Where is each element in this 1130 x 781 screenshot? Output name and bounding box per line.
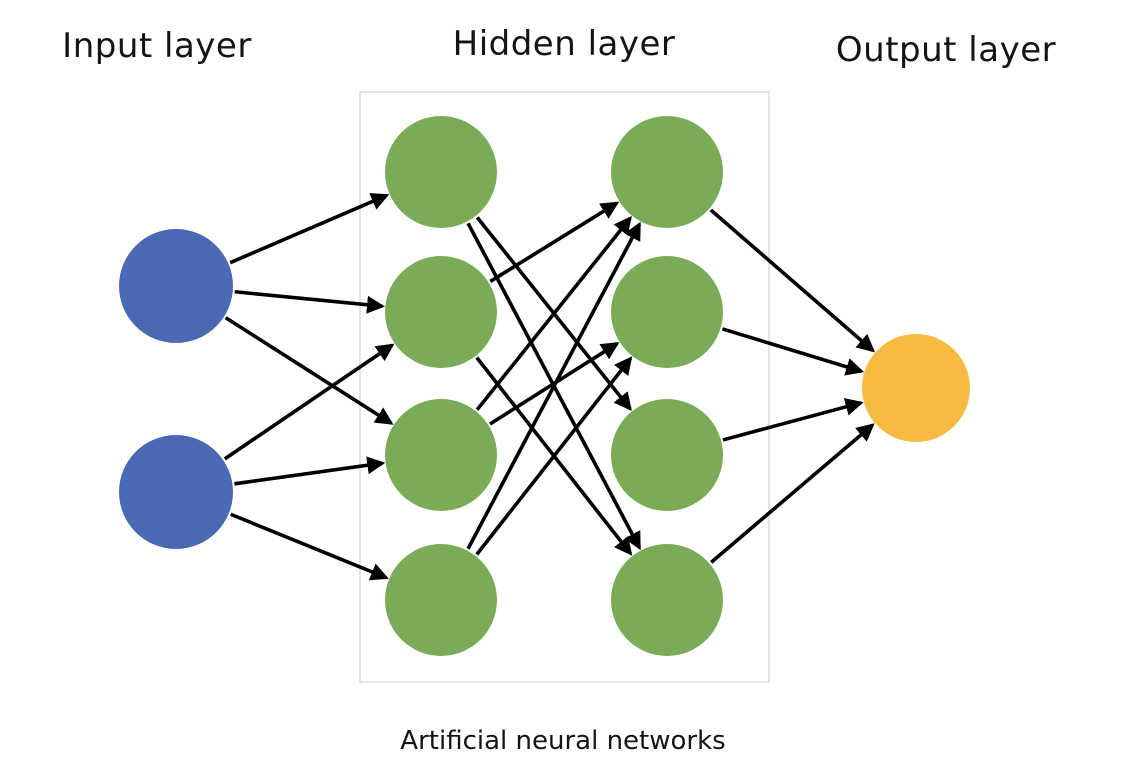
hidden-layer-label: Hidden layer xyxy=(452,24,676,64)
input-node-i2 xyxy=(119,435,233,549)
output-node-o1 xyxy=(862,334,970,442)
input-node-i1 xyxy=(119,229,233,343)
hidden-node-h22 xyxy=(611,256,723,368)
edge-i2-h14 xyxy=(229,512,389,581)
hidden-node-h11 xyxy=(385,116,497,228)
input-layer-label: Input layer xyxy=(62,26,252,66)
output-layer-label: Output layer xyxy=(835,30,1057,70)
edge-i2-h12 xyxy=(223,343,395,461)
edge-h24-o1 xyxy=(709,423,875,564)
edge-i1-h11 xyxy=(229,193,390,265)
diagram-caption: Artificial neural networks xyxy=(400,726,726,756)
hidden-node-h13 xyxy=(385,399,497,511)
edge-h14-h22 xyxy=(475,356,633,556)
edge-i1-h13 xyxy=(224,316,394,425)
hidden-node-h14 xyxy=(385,544,497,656)
edge-i1-h12 xyxy=(234,289,385,314)
hidden-node-h21 xyxy=(611,116,723,228)
edge-h13-h21 xyxy=(475,215,632,411)
edge-i2-h13 xyxy=(234,456,386,486)
hidden-node-h12 xyxy=(385,256,497,368)
edge-h14-h21 xyxy=(466,221,642,550)
hidden-node-h23 xyxy=(611,399,723,511)
edge-h23-o1 xyxy=(722,398,864,442)
edge-h21-o1 xyxy=(709,208,875,353)
edge-h22-o1 xyxy=(721,327,865,376)
hidden-node-h24 xyxy=(611,544,723,656)
edge-h12-h21 xyxy=(489,201,620,283)
